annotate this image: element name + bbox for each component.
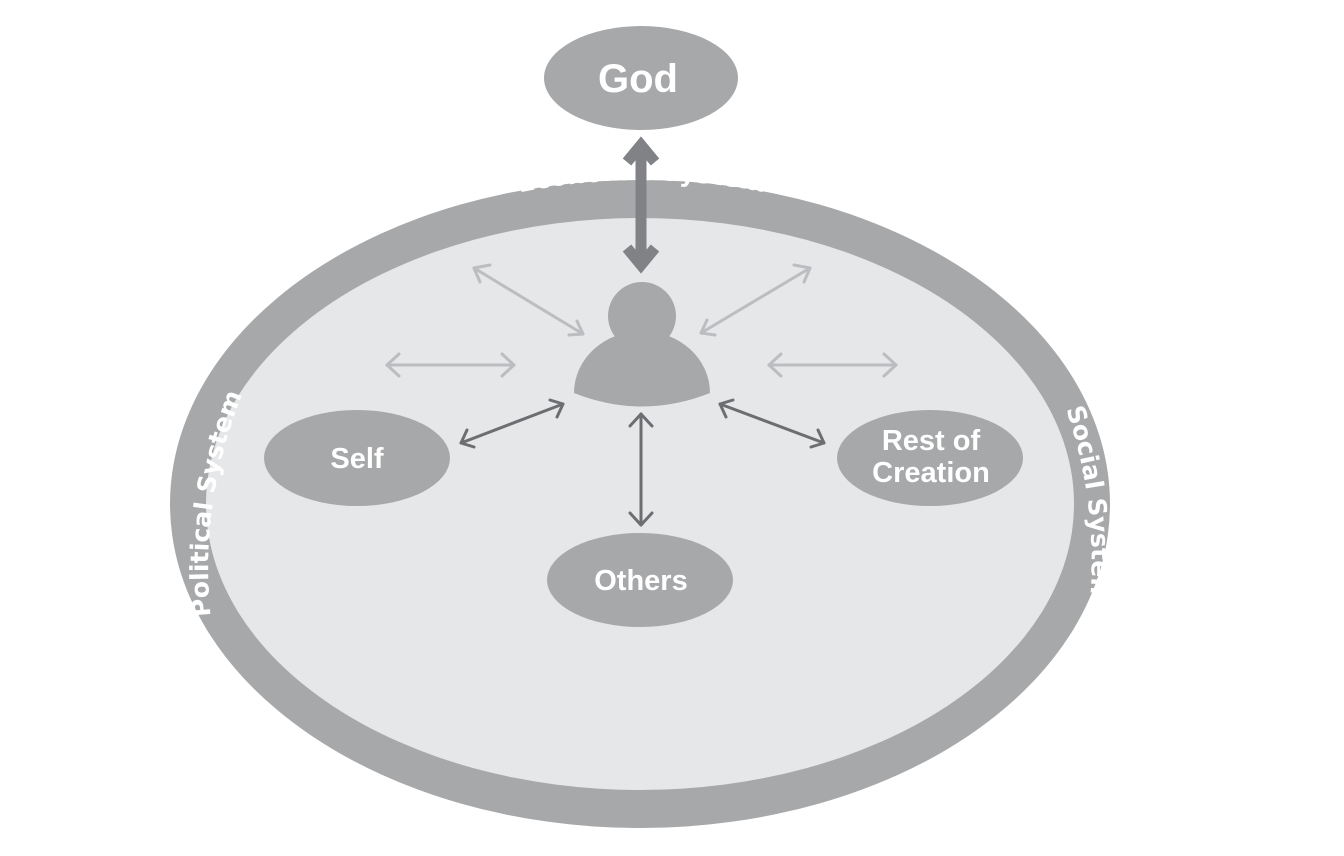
god-person-arrow	[622, 136, 660, 274]
god-node: God	[544, 26, 738, 130]
rest-of-creation-label-line1: Rest of	[882, 425, 981, 457]
arrow-person-self	[459, 398, 565, 449]
rest-of-creation-label-line2: Creation	[872, 457, 990, 489]
self-label: Self	[330, 443, 384, 475]
others-node: Others	[547, 533, 733, 627]
relation-arrows	[459, 398, 826, 527]
rest-of-creation-node: Rest of Creation	[837, 410, 1023, 506]
god-label: God	[598, 57, 678, 101]
religious-system-label: Religious System	[519, 832, 765, 856]
arrow-person-others	[628, 412, 654, 527]
arrow-person-creation	[718, 398, 826, 449]
person-icon	[574, 282, 710, 407]
faint-arrow-upper-left	[472, 263, 585, 337]
faint-arrow-left	[385, 352, 516, 378]
faint-arrow-right	[767, 352, 898, 378]
others-label: Others	[594, 565, 687, 597]
self-node: Self	[264, 410, 450, 506]
faint-arrow-upper-right	[699, 263, 812, 337]
faint-arrows	[385, 263, 898, 378]
